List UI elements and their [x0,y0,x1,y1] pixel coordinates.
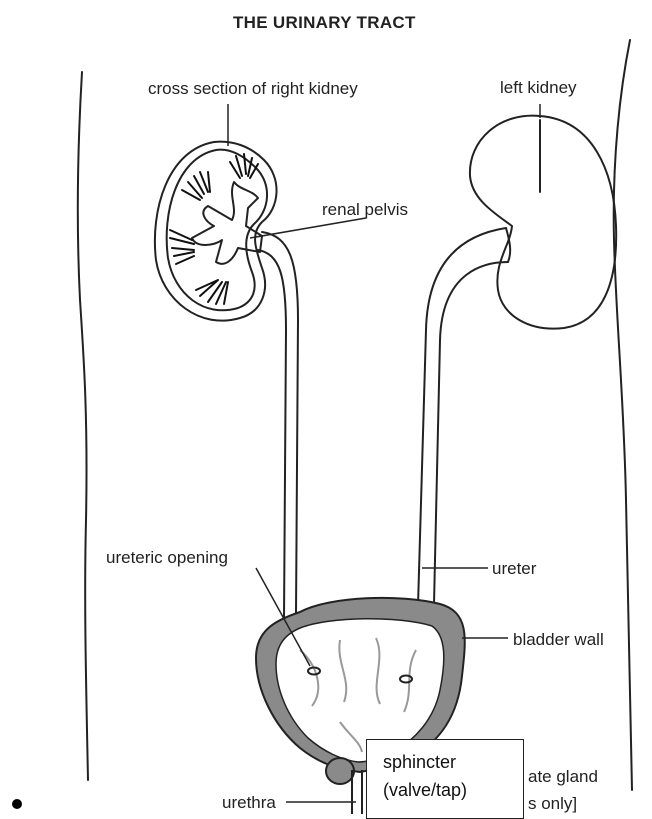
left-ureter-outer [418,228,506,606]
label-bladder-wall: bladder wall [513,631,604,648]
label-ureteric-opening: ureteric opening [106,549,228,566]
label-prostate-partial-2: s only] [528,795,577,812]
prostate [326,758,354,784]
left-ureter-inner [434,262,508,604]
leader-renal-pelvis [250,218,366,238]
label-right-kidney: cross section of right kidney [148,80,358,97]
right-kidney-calyces [192,182,262,264]
label-urethra: urethra [222,794,276,811]
left-kidney [470,116,616,329]
bullet-dot [12,799,22,809]
sphincter-line-2: (valve/tap) [383,780,467,801]
diagram-title: THE URINARY TRACT [233,14,416,31]
sphincter-line-1: sphincter [383,752,456,773]
label-renal-pelvis: renal pelvis [322,201,408,218]
body-outline-right [614,40,632,790]
label-ureter: ureter [492,560,536,577]
right-ureter-inner [258,250,286,618]
label-prostate-partial-1: ate gland [528,768,598,785]
sphincter-callout: sphincter (valve/tap) [366,739,524,819]
kidney-pyramids [170,154,258,304]
right-ureter-outer [262,232,298,614]
body-outline-left [78,72,88,780]
label-left-kidney: left kidney [500,79,577,96]
